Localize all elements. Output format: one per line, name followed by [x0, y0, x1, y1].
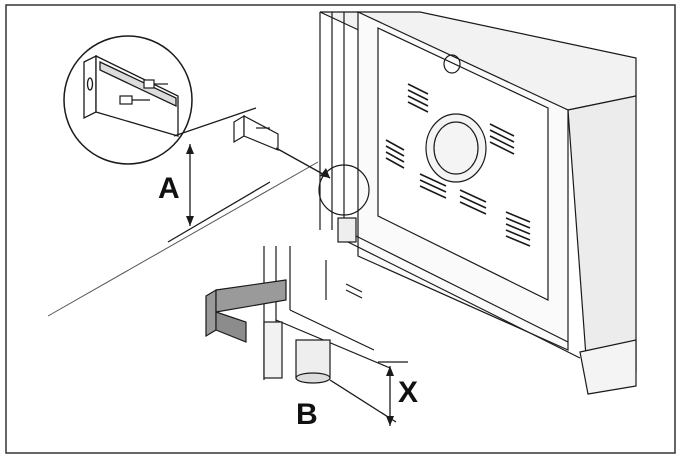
- foot-detail: [205, 246, 391, 384]
- label-b: B: [296, 398, 318, 431]
- anti-tip-bracket-icon: [83, 54, 179, 137]
- label-x: X: [398, 376, 418, 409]
- oven-light-icon: [443, 54, 461, 74]
- oven-fan: [425, 113, 487, 183]
- appliance-plinth: [579, 339, 637, 395]
- magnifier-circle-icon: [63, 35, 193, 165]
- bracket-mounted: [233, 114, 279, 151]
- vent-slots: [385, 83, 531, 247]
- bottom-rail-2: [343, 239, 581, 359]
- appliance-foot-icon: [337, 217, 357, 243]
- dimension-x: [329, 361, 408, 426]
- bottom-rail: [343, 229, 569, 343]
- label-a: A: [158, 172, 180, 205]
- oven-fan-inner: [433, 121, 479, 175]
- detail-circle: [318, 164, 370, 216]
- screw-icon: [119, 79, 168, 105]
- dimension-a: [167, 107, 271, 243]
- floor-line: [47, 161, 319, 317]
